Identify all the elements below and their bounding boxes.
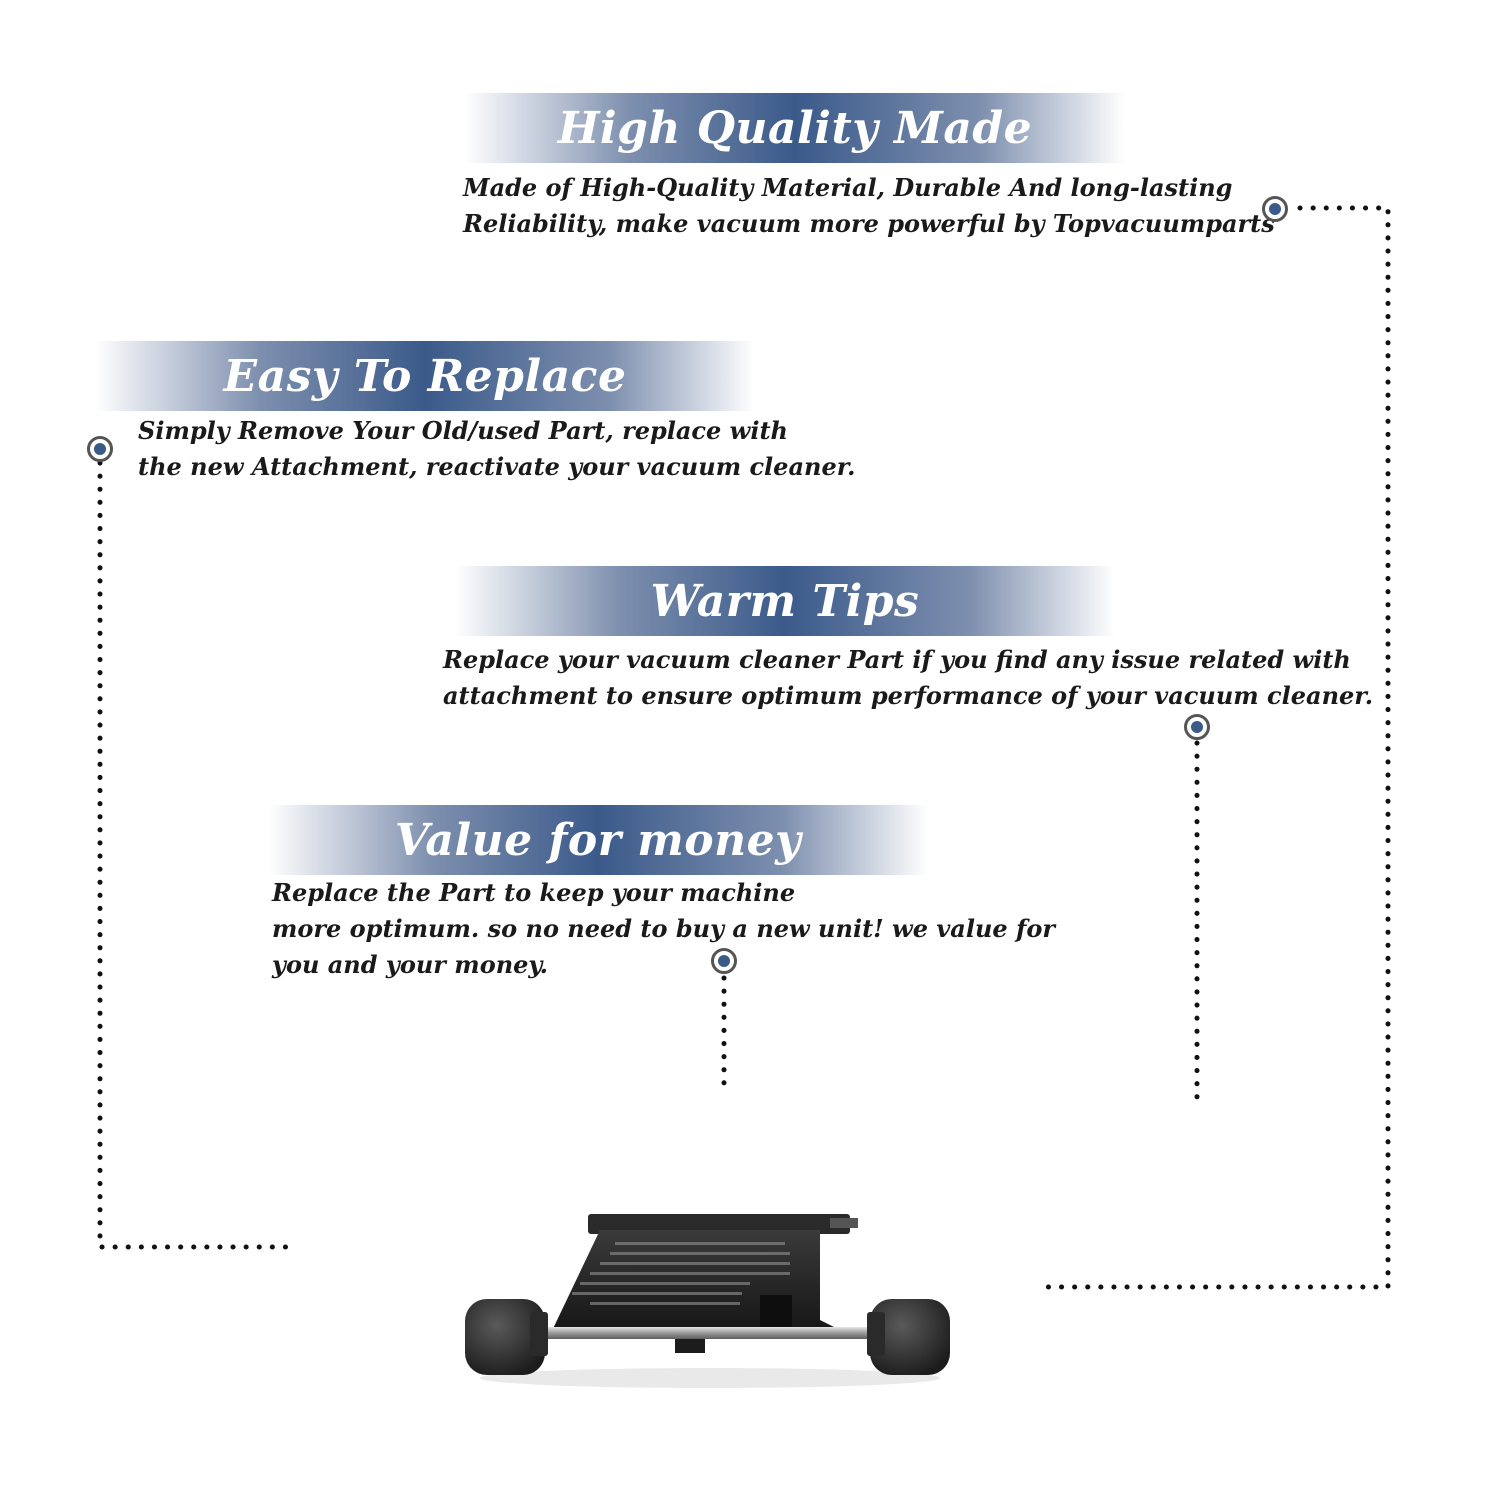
marker-dot-warm-tips bbox=[1184, 714, 1210, 740]
desc-line: Made of High-Quality Material, Durable A… bbox=[463, 173, 1233, 202]
banner-warm-tips: Warm Tips bbox=[455, 566, 1115, 636]
desc-line: Reliability, make vacuum more powerful b… bbox=[463, 209, 1275, 238]
marker-dot-easy-replace bbox=[87, 436, 113, 462]
desc-line: attachment to ensure optimum performance… bbox=[443, 681, 1374, 710]
marker-dot-high-quality bbox=[1262, 196, 1288, 222]
desc-easy-replace: Simply Remove Your Old/used Part, replac… bbox=[138, 413, 856, 485]
vacuum-wheel-axle-attachment-icon bbox=[465, 1214, 950, 1388]
desc-warm-tips: Replace your vacuum cleaner Part if you … bbox=[443, 642, 1373, 714]
marker-dot-value-money bbox=[711, 948, 737, 974]
title-high-quality: High Quality Made bbox=[557, 102, 1033, 154]
desc-value-money: Replace the Part to keep your machine mo… bbox=[272, 875, 1055, 983]
desc-line: Replace your vacuum cleaner Part if you … bbox=[443, 645, 1351, 674]
desc-high-quality: Made of High-Quality Material, Durable A… bbox=[463, 170, 1275, 242]
desc-line: you and your money. bbox=[272, 950, 548, 979]
title-easy-replace: Easy To Replace bbox=[223, 350, 627, 402]
banner-easy-replace: Easy To Replace bbox=[95, 341, 755, 411]
desc-line: Simply Remove Your Old/used Part, replac… bbox=[138, 416, 788, 445]
desc-line: more optimum. so no need to buy a new un… bbox=[272, 914, 1055, 943]
banner-value-money: Value for money bbox=[268, 805, 928, 875]
title-value-money: Value for money bbox=[394, 814, 802, 866]
banner-high-quality: High Quality Made bbox=[465, 93, 1125, 163]
connector-easy-replace bbox=[97, 460, 298, 1250]
desc-line: the new Attachment, reactivate your vacu… bbox=[138, 452, 856, 481]
connector-high-quality bbox=[1037, 205, 1391, 1290]
title-warm-tips: Warm Tips bbox=[650, 575, 920, 627]
desc-line: Replace the Part to keep your machine bbox=[272, 878, 796, 907]
